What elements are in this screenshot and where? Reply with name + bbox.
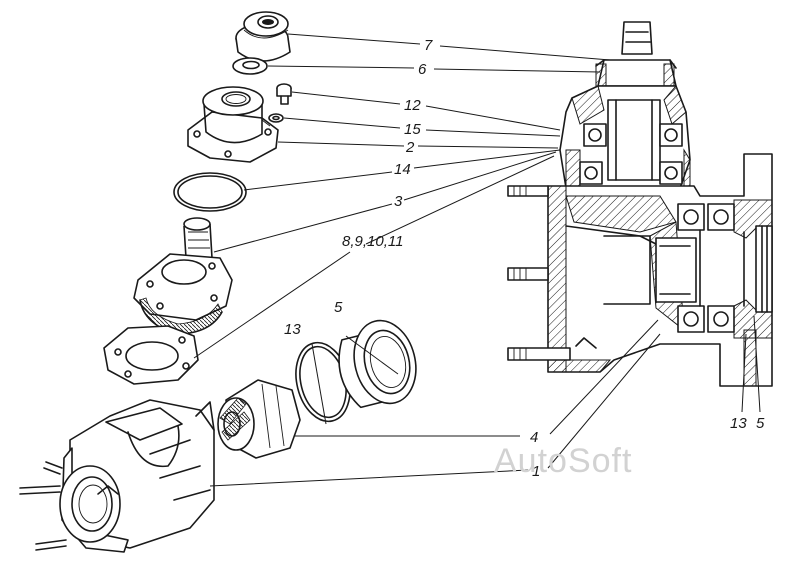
label-7: 7 [424,37,433,54]
part-3-drive-gear [133,217,233,335]
label-15: 15 [404,121,421,138]
label-3: 3 [394,193,403,210]
label-6: 6 [418,61,427,78]
assembly-section-view [507,21,773,387]
part-14-oring [173,172,247,212]
label-5: 5 [334,299,343,316]
label-2: 2 [405,139,415,156]
label-5-section: 5 [756,415,765,432]
label-4: 4 [530,429,538,446]
leader-lines [193,33,761,487]
part-5-cup [338,319,417,409]
part-6-washer [232,57,268,75]
part-15-washer [268,113,284,123]
label-13-section: 13 [730,415,747,432]
upper-bearing [579,123,683,185]
label-8-11: 8,9,10,11 [342,233,403,250]
label-13: 13 [284,321,301,338]
part-12-bolt [276,83,292,105]
part-2-housing [187,86,279,163]
label-12: 12 [404,97,421,114]
callout-labels: 7 6 12 15 2 14 3 8,9,10,11 5 13 4 1 13 5 [284,37,765,480]
part-4-bevel-gear [217,379,301,459]
watermark-text: AutoSoft [494,442,632,480]
part-8-11-gasket [103,325,199,385]
part-1-body [19,399,215,553]
label-14: 14 [394,161,411,178]
label-1: 1 [532,463,540,480]
housing-studs [507,185,571,361]
part-7-cap [235,11,291,62]
